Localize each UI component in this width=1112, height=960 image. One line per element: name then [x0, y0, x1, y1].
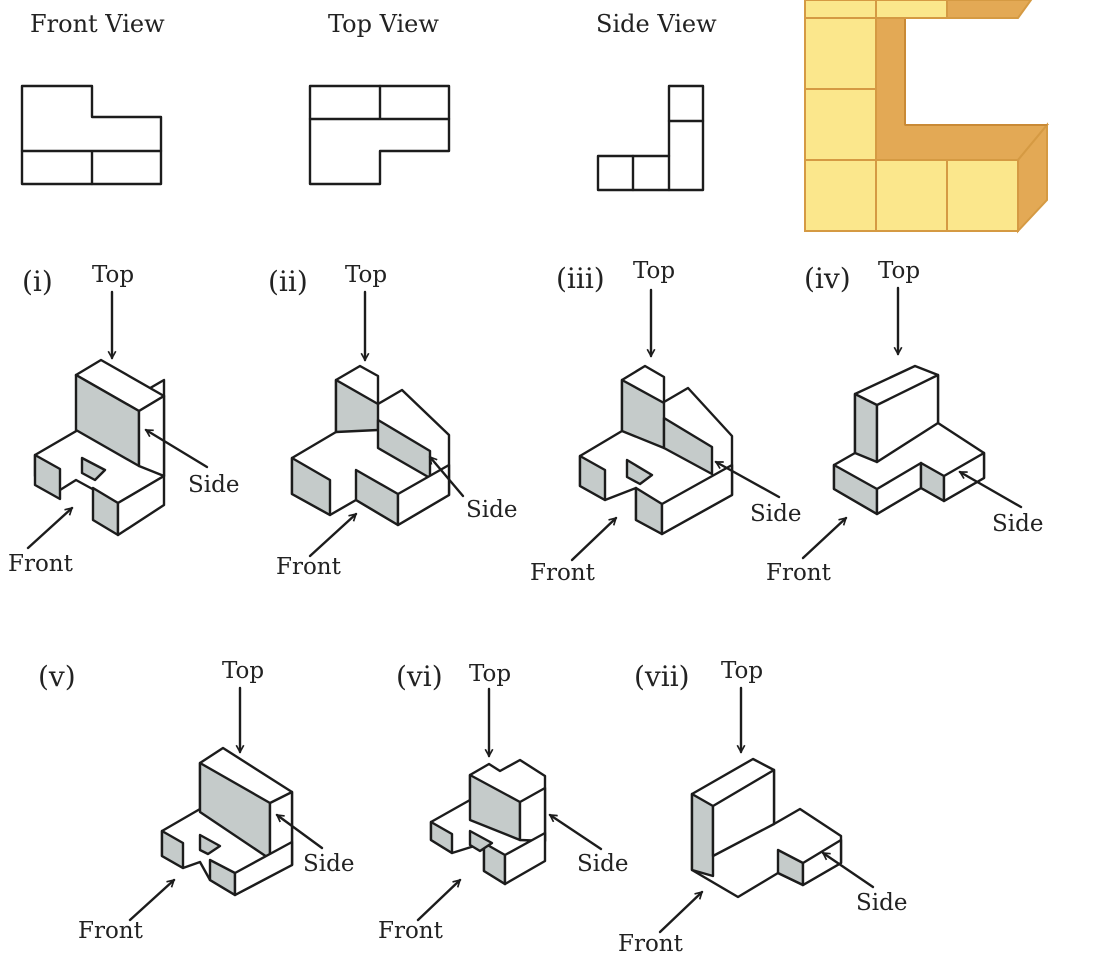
- option-label-iv: (iv): [804, 262, 851, 295]
- option-ii-front-label: Front: [276, 554, 342, 580]
- option-label-i: (i): [22, 265, 53, 298]
- option-vii-side-arrow: [823, 851, 875, 889]
- cube-stack-illustration: [804, 0, 1050, 234]
- option-vi-side-arrow: [550, 813, 603, 851]
- front-view-title: Front View: [30, 10, 165, 38]
- option-label-iii: (iii): [556, 262, 605, 295]
- option-iii-top-label: Top: [633, 258, 675, 284]
- option-v-side-label: Side: [303, 851, 354, 877]
- option-ii-side-arrow: [428, 457, 465, 498]
- side-view-title: Side View: [596, 10, 717, 38]
- option-vii-front-label: Front: [618, 931, 684, 957]
- option-ii-side-label: Side: [466, 497, 517, 523]
- option-v-front-label: Front: [78, 918, 144, 944]
- option-vi-top-label: Top: [469, 661, 511, 687]
- option-ii-front-arrow: [308, 512, 356, 558]
- option-i-side-arrow: [146, 428, 209, 469]
- option-ii-figure: [290, 364, 451, 527]
- option-iv-figure: [832, 364, 986, 516]
- option-iii-front-arrow: [570, 516, 616, 562]
- side-view-drawing: [596, 84, 705, 192]
- option-iii-figure: [578, 364, 734, 536]
- option-v-top-label: Top: [222, 658, 264, 684]
- option-iv-front-arrow: [801, 516, 846, 560]
- option-vi-front-arrow: [416, 878, 460, 922]
- option-i-front-arrow: [26, 506, 72, 550]
- option-i-side-label: Side: [188, 472, 239, 498]
- option-label-vi: (vi): [396, 660, 443, 693]
- option-vi-side-label: Side: [577, 851, 628, 877]
- top-view-drawing: [308, 84, 451, 186]
- option-vii-front-arrow: [658, 890, 702, 934]
- option-iv-front-label: Front: [766, 560, 832, 586]
- option-vi-front-label: Front: [378, 918, 444, 944]
- option-iv-side-arrow: [960, 470, 1023, 509]
- option-iii-side-arrow: [716, 460, 781, 499]
- option-vi-figure: [429, 758, 547, 886]
- option-iv-side-label: Side: [992, 511, 1043, 537]
- option-iv-top-label: Top: [878, 258, 920, 284]
- option-label-v: (v): [38, 660, 76, 693]
- option-iii-front-label: Front: [530, 560, 596, 586]
- option-ii-top-label: Top: [345, 262, 387, 288]
- option-vii-top-label: Top: [721, 658, 763, 684]
- option-vii-figure: [690, 757, 843, 899]
- option-label-ii: (ii): [268, 265, 308, 298]
- option-i-top-label: Top: [92, 262, 134, 288]
- top-view-title: Top View: [328, 10, 439, 38]
- option-v-front-arrow: [128, 878, 174, 922]
- option-i-figure: [33, 358, 166, 537]
- option-vii-side-label: Side: [856, 890, 907, 916]
- front-view-drawing: [20, 84, 163, 186]
- option-v-side-arrow: [277, 813, 324, 850]
- option-iii-side-label: Side: [750, 501, 801, 527]
- option-v-figure: [160, 746, 294, 897]
- option-label-vii: (vii): [634, 660, 690, 693]
- option-i-front-label: Front: [8, 551, 74, 577]
